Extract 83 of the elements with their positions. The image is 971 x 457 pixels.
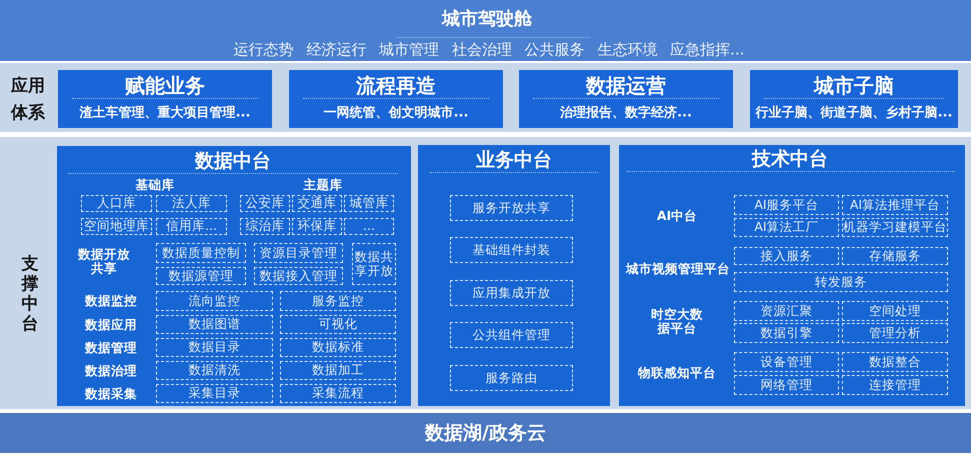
component-box: 管理分析 (842, 323, 948, 343)
component-box: AI服务平台 (734, 195, 839, 215)
component-box: 流向监控 (156, 291, 273, 311)
row-label: 数据开放共享 (78, 248, 130, 276)
row-label: 物联感知平台 (638, 366, 716, 380)
layer-label: 支撑中台 (20, 254, 40, 334)
base-band: 数据湖/政务云 (0, 413, 971, 453)
component-box: 资源目录管理 (254, 243, 343, 263)
row-label: 数据治理 (85, 364, 137, 378)
component-box: 接入服务 (734, 247, 839, 265)
card-subtitle: 渣土车管理、重大项目管理... (80, 106, 250, 122)
component-box: 数据整合 (842, 352, 948, 372)
component-box: 网络管理 (734, 375, 839, 395)
module-card (519, 70, 733, 128)
component-box: 数据引擎 (734, 323, 839, 343)
component-box: 数据加工 (280, 361, 396, 380)
component-box: 信用库... (156, 218, 227, 235)
component-box: 空间地理库 (81, 218, 152, 235)
module-card (289, 70, 503, 128)
component-box: 数据图谱 (156, 315, 273, 334)
component-box: 连接管理 (842, 375, 948, 395)
component-box: 设备管理 (734, 352, 839, 372)
component-box: 环保库 (292, 218, 342, 235)
component-box: 服务开放共享 (450, 195, 573, 221)
row-label: 数据监控 (85, 294, 137, 308)
component-box: 服务路由 (450, 365, 573, 391)
component-box: 综治库 (240, 218, 290, 235)
row-label: 数据应用 (85, 318, 137, 332)
card-subtitle: 治理报告、数字经济... (560, 106, 692, 122)
module-card (58, 70, 272, 128)
row-label: 数据管理 (85, 340, 137, 356)
component-box: 基础组件封装 (450, 237, 573, 263)
card-title: 数据运营 (586, 74, 666, 98)
component-box: 人口库 (81, 195, 152, 212)
row-label: 城市视频管理平台 (626, 262, 730, 276)
row-label: AI中台 (656, 208, 698, 224)
group-label: 主题库 (304, 178, 342, 192)
component-box: 资源汇聚 (734, 301, 839, 321)
layer-band (0, 137, 971, 409)
module-card (750, 70, 958, 128)
module-list: 运行态势 经济运行 城市管理 社会治理 公共服务 生态环境 应急指挥... (234, 41, 744, 59)
component-box: 机器学习建模平台 (842, 218, 948, 237)
component-box: 空间处理 (842, 301, 948, 321)
row-label: 数据采集 (85, 386, 137, 402)
component-box: 数据清洗 (156, 361, 273, 380)
component-box: 数据共享开放 (352, 243, 396, 285)
component-box: 交通库 (292, 195, 342, 212)
panel-title: 业务中台 (476, 150, 552, 172)
platform-panel (57, 146, 411, 406)
component-box: 数据源管理 (156, 267, 246, 285)
card-subtitle: 行业子脑、街道子脑、乡村子脑... (756, 106, 952, 122)
panel-title: 技术中台 (752, 149, 828, 171)
platform-panel (418, 145, 610, 406)
card-title: 城市子脑 (814, 74, 894, 98)
component-box: 数据目录 (156, 338, 273, 357)
panel-title: 数据中台 (195, 151, 271, 173)
card-title: 流程再造 (356, 74, 436, 98)
component-box: 服务监控 (280, 291, 396, 311)
card-title: 赋能业务 (125, 74, 205, 98)
component-box: 数据标准 (280, 338, 396, 357)
component-box: 数据接入管理 (254, 267, 343, 285)
component-box: 存储服务 (842, 247, 948, 265)
group-label: 基础库 (136, 178, 174, 192)
component-box: 可视化 (280, 315, 396, 334)
component-box: 数据质量控制 (156, 243, 246, 263)
header-title: 城市驾驶舱 (442, 10, 532, 30)
component-box: 应用集成开放 (450, 280, 573, 306)
component-box: 法人库 (156, 195, 227, 212)
card-subtitle: 一网统管、创文明城市... (324, 106, 468, 122)
component-box: AI算法推理平台 (842, 195, 948, 215)
component-box: 采集目录 (156, 384, 273, 403)
component-box: 转发服务 (734, 272, 948, 292)
platform-panel (619, 145, 965, 406)
component-box: 采集流程 (280, 384, 396, 403)
component-box: 公安库 (240, 195, 290, 212)
header-band (0, 0, 971, 61)
layer-label: 应用体系 (10, 75, 46, 125)
component-box: 公共组件管理 (450, 322, 573, 348)
component-box: 城管库 (344, 195, 394, 212)
component-box: AI算法工厂 (734, 218, 839, 237)
row-label: 时空大数据平台 (650, 308, 704, 336)
component-box: ... (344, 218, 394, 235)
layer-band (0, 63, 971, 132)
